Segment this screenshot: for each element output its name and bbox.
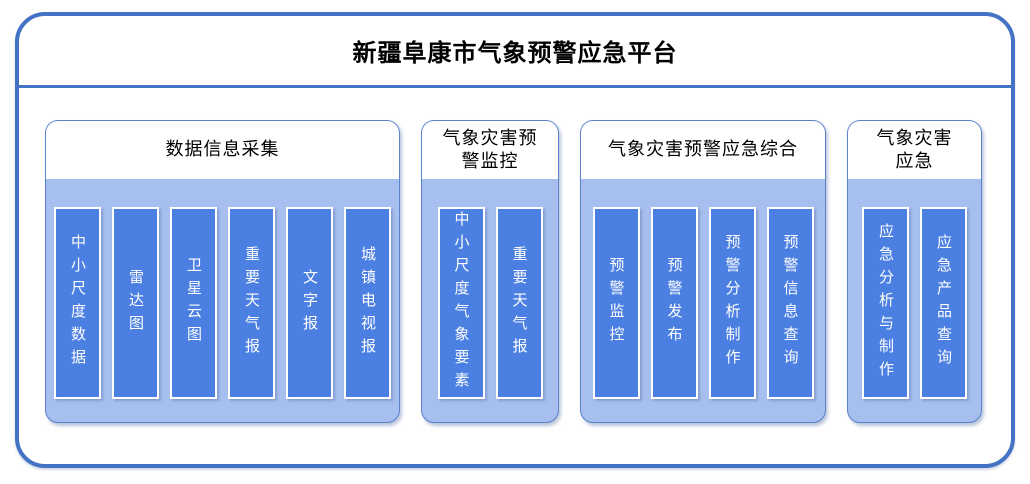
bar-emergency-product-query: 应急产品查询 xyxy=(920,207,967,399)
bar-label: 应急分析与制作 xyxy=(877,222,895,384)
bar-label: 中小尺度气象要素 xyxy=(452,211,471,395)
bar-label: 应急产品查询 xyxy=(935,234,953,372)
bar-warning-info-query: 预警信息查询 xyxy=(766,207,814,399)
bar-text-report: 文字报 xyxy=(286,207,333,399)
group-disaster-emergency: 气象灾害 应急 应急分析与制作 应急产品查询 xyxy=(847,120,982,423)
bar-label: 预警发布 xyxy=(665,257,684,349)
bar-label: 文字报 xyxy=(301,268,319,338)
bar-label: 预警监控 xyxy=(607,257,626,349)
bar-label: 预警分析制作 xyxy=(723,234,742,372)
title-band: 新疆阜康市气象预警应急平台 xyxy=(19,16,1011,88)
diagram-content: 数据信息采集 中小尺度数据 雷达图 卫星云图 重要天气报 文字报 城镇电视报 气… xyxy=(19,88,1011,423)
group-body-data-collection: 中小尺度数据 雷达图 卫星云图 重要天气报 文字报 城镇电视报 xyxy=(46,179,399,422)
bar-important-weather-report-2: 重要天气报 xyxy=(495,207,543,399)
bar-satellite-cloud-image: 卫星云图 xyxy=(170,207,217,399)
group-warning-emergency-comprehensive: 气象灾害预警应急综合 预警监控 预警发布 预警分析制作 预警信息查询 xyxy=(580,120,826,423)
bar-warning-release: 预警发布 xyxy=(650,207,698,399)
group-header-data-collection: 数据信息采集 xyxy=(46,121,399,179)
group-body-warning-emergency-comprehensive: 预警监控 预警发布 预警分析制作 预警信息查询 xyxy=(581,179,825,422)
group-header-warning-monitoring: 气象灾害预 警监控 xyxy=(422,121,558,179)
bar-label: 卫星云图 xyxy=(185,257,203,349)
group-body-warning-monitoring: 中小尺度气象要素 重要天气报 xyxy=(422,179,558,422)
bar-important-weather-report: 重要天气报 xyxy=(228,207,275,399)
bar-label: 预警信息查询 xyxy=(781,234,800,372)
group-warning-monitoring: 气象灾害预 警监控 中小尺度气象要素 重要天气报 xyxy=(421,120,559,423)
bar-label: 中小尺度数据 xyxy=(69,234,87,372)
group-data-collection: 数据信息采集 中小尺度数据 雷达图 卫星云图 重要天气报 文字报 城镇电视报 xyxy=(45,120,400,423)
bar-mesoscale-data: 中小尺度数据 xyxy=(54,207,101,399)
group-body-disaster-emergency: 应急分析与制作 应急产品查询 xyxy=(848,179,981,422)
bar-emergency-analysis-production: 应急分析与制作 xyxy=(862,207,909,399)
group-header-warning-emergency-comprehensive: 气象灾害预警应急综合 xyxy=(581,121,825,179)
bar-warning-monitoring: 预警监控 xyxy=(592,207,640,399)
platform-title: 新疆阜康市气象预警应急平台 xyxy=(352,39,678,67)
bar-radar-chart: 雷达图 xyxy=(112,207,159,399)
bar-mesoscale-met-elements: 中小尺度气象要素 xyxy=(437,207,485,399)
bar-label: 雷达图 xyxy=(127,268,145,338)
bar-label: 城镇电视报 xyxy=(359,245,377,361)
platform-frame: 新疆阜康市气象预警应急平台 数据信息采集 中小尺度数据 雷达图 卫星云图 重要天… xyxy=(15,12,1015,468)
bar-label: 重要天气报 xyxy=(243,245,261,361)
bar-label: 重要天气报 xyxy=(510,245,529,361)
group-header-disaster-emergency: 气象灾害 应急 xyxy=(848,121,981,179)
bar-town-tv-report: 城镇电视报 xyxy=(344,207,391,399)
bar-warning-analysis-production: 预警分析制作 xyxy=(708,207,756,399)
